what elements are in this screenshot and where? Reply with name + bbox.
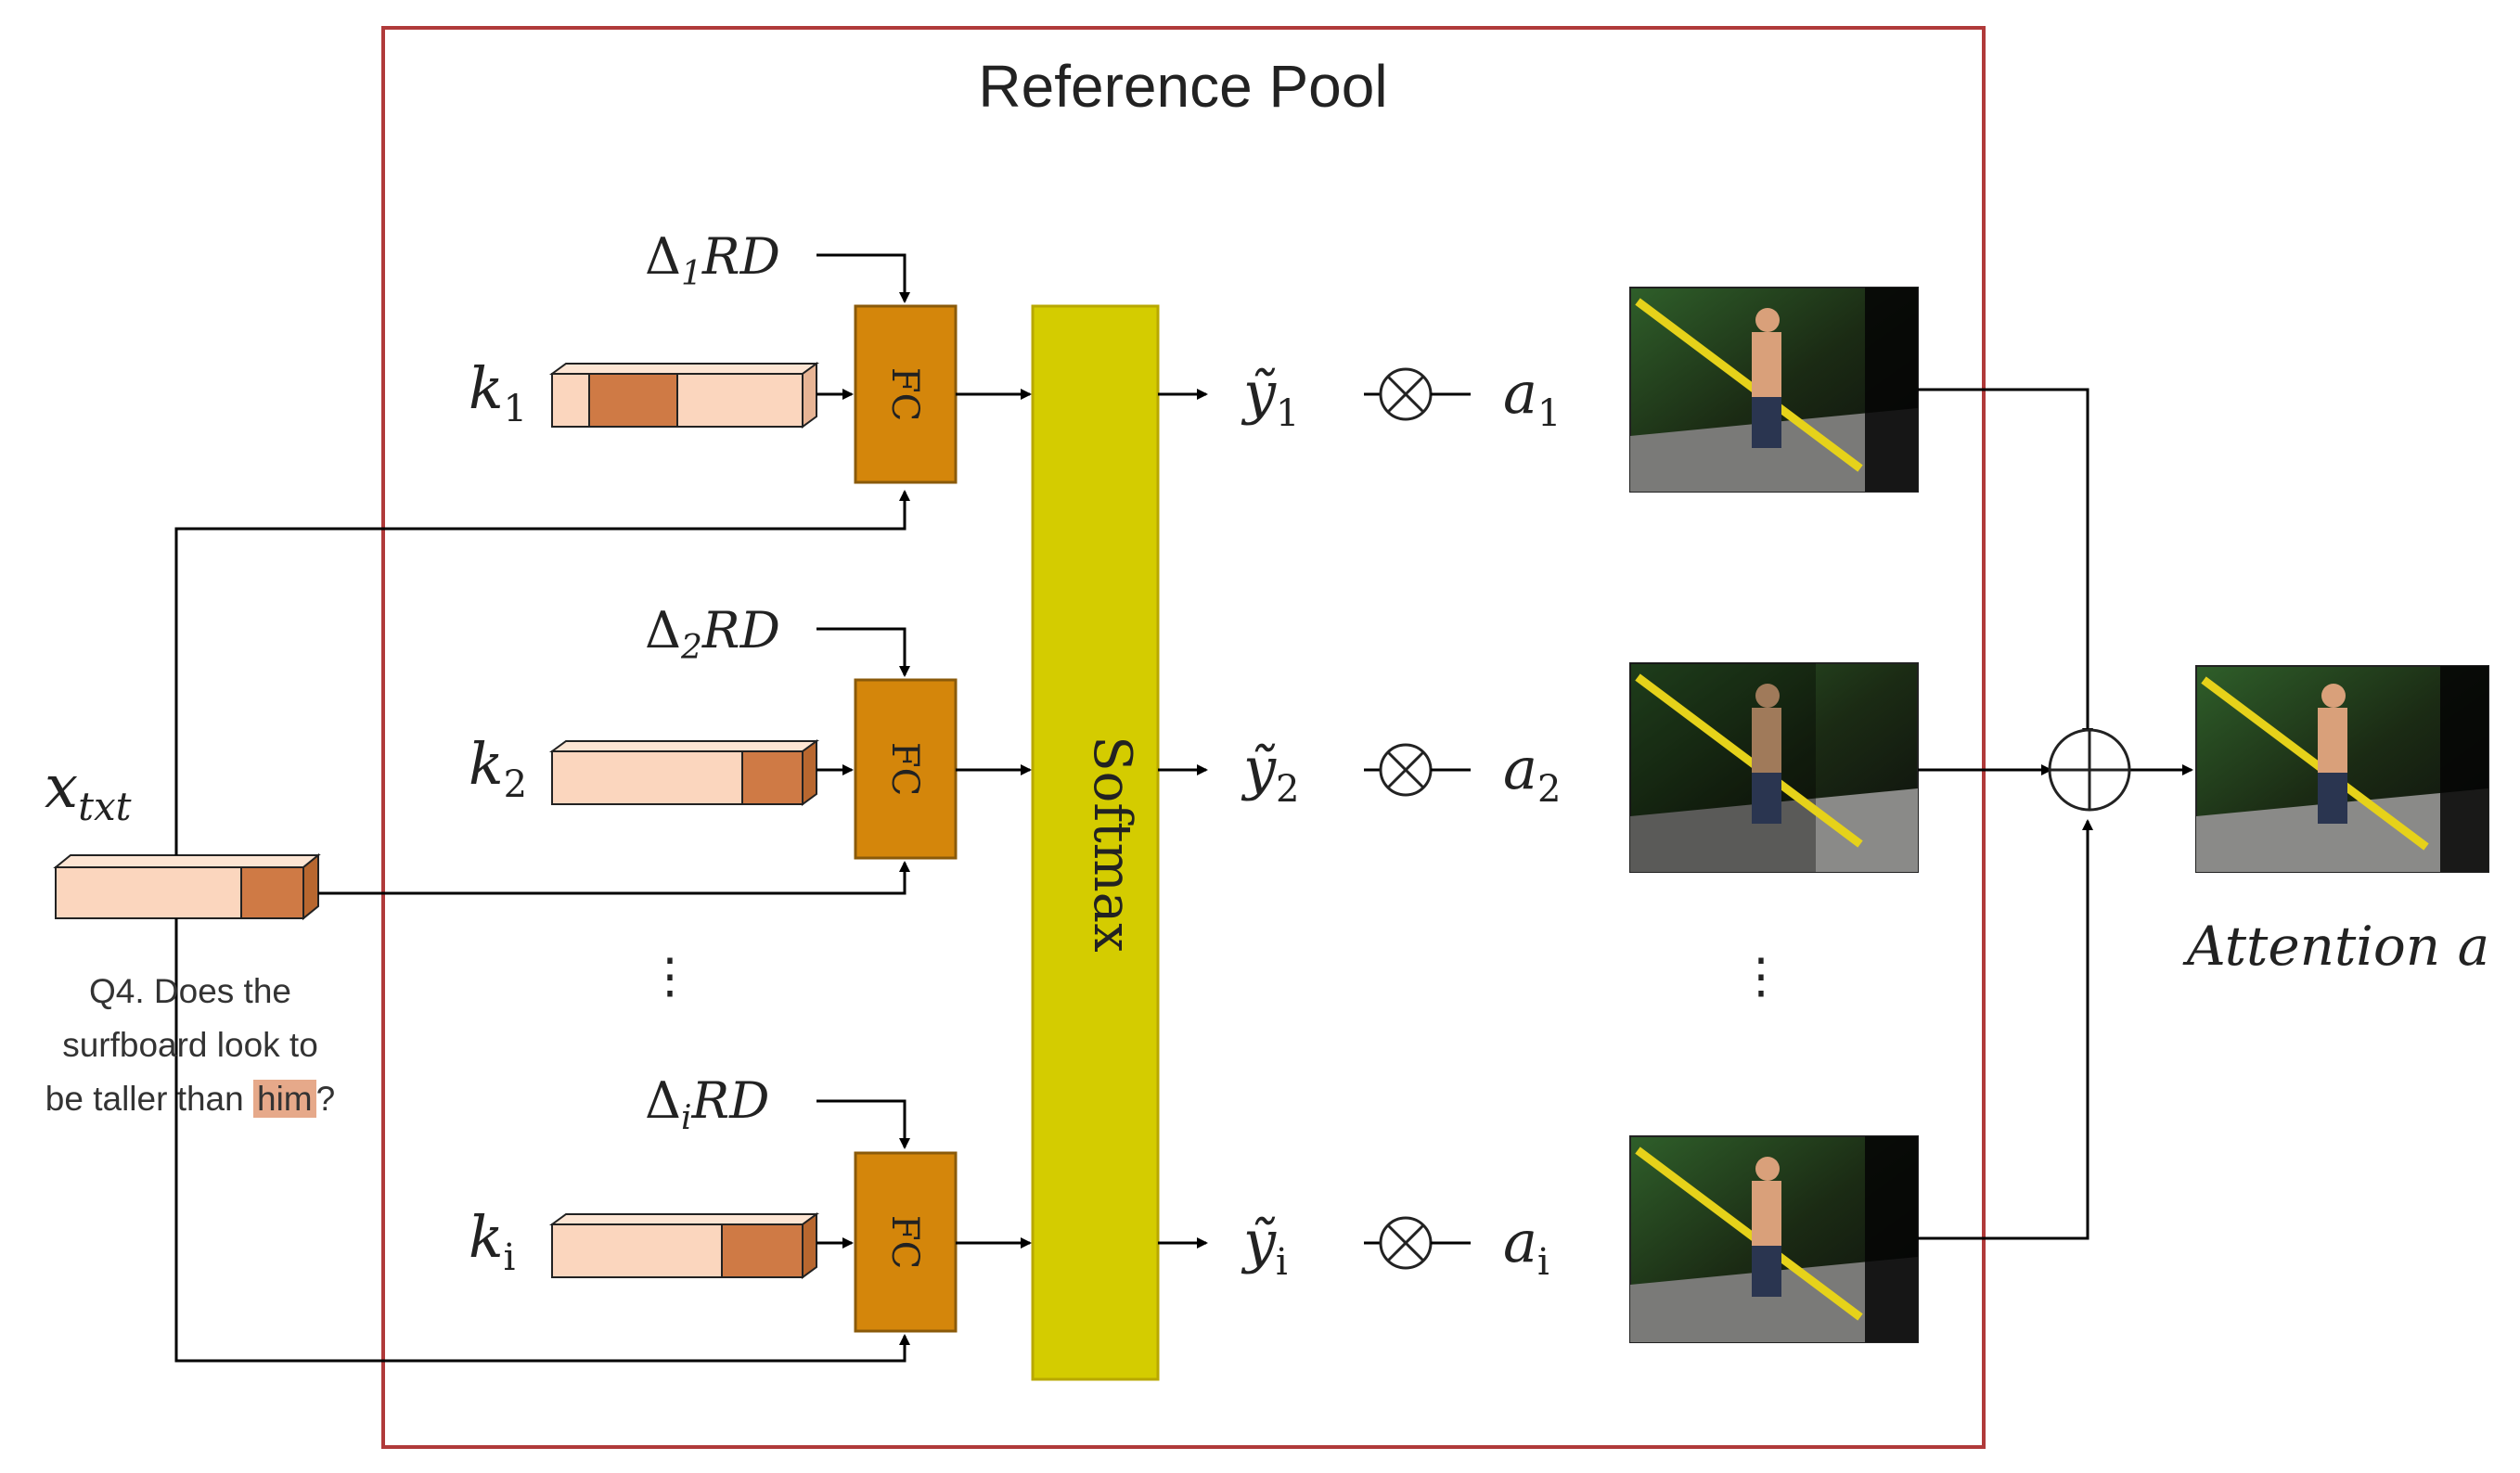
k-i-label: ki [469,1203,515,1279]
delta-2-label: Δ2RD [645,601,780,667]
multiply-icon [1379,367,1433,421]
attention-image-i [1629,1135,1919,1343]
ellipsis-right: ⋮ [1737,949,1785,1005]
key-bar-1 [548,362,820,429]
fc-block-2 [854,678,958,860]
softmax-label: Softmax [1082,736,1142,952]
row-2: Δ2RD k2 FC ỹ2 a2 [469,601,1561,860]
attention-image-1 [1629,287,1919,493]
multiply-icon [1379,1216,1433,1270]
question-text: Q4. Does the surfboard look to be taller… [19,965,362,1126]
question-line-2: surfboard look to [62,1026,318,1064]
softmax-block [1031,304,1160,1381]
sum-icon [2048,728,2131,812]
svg-text:FC: FC [883,367,926,421]
y-2-label: ỹ2 [1241,735,1299,811]
a-i-label: ai [1503,1208,1549,1284]
a-1-label: a1 [1503,359,1561,435]
ellipsis-left: ⋮ [646,949,694,1005]
output-label: Attention a [2182,915,2489,978]
attention-image-2 [1629,662,1919,873]
key-bar-2 [548,739,820,806]
row-i: ΔiRD ki FC ỹi ai [469,1071,1549,1333]
question-line-3: be taller than him? [45,1080,336,1118]
multiply-icon [1379,743,1433,797]
output-attention-image [2195,665,2489,873]
delta-1-label: Δ1RD [645,227,780,293]
sum-routing-lines [1918,388,2193,1240]
y-1-label: ỹ1 [1241,359,1299,435]
text-input-bar [53,852,321,921]
input-routing-lines [174,490,910,1363]
key-bar-i [548,1212,820,1279]
svg-text:FC: FC [883,1215,926,1269]
question-highlight: him [253,1080,316,1118]
svg-text:FC: FC [883,742,926,796]
k-1-label: k1 [469,354,527,430]
a-2-label: a2 [1503,735,1561,811]
question-line-1: Q4. Does the [88,972,291,1010]
fc-block-i [854,1151,958,1333]
y-i-label: ỹi [1241,1208,1288,1284]
row-1: Δ1RD k1 FC ỹ1 a1 [469,227,1561,484]
k-2-label: k2 [469,730,527,806]
delta-i-label: ΔiRD [645,1071,769,1137]
reference-pool-title: Reference Pool [978,53,1387,120]
x-txt-label: xtxt [45,753,132,829]
reference-pool-frame [381,26,1986,1449]
